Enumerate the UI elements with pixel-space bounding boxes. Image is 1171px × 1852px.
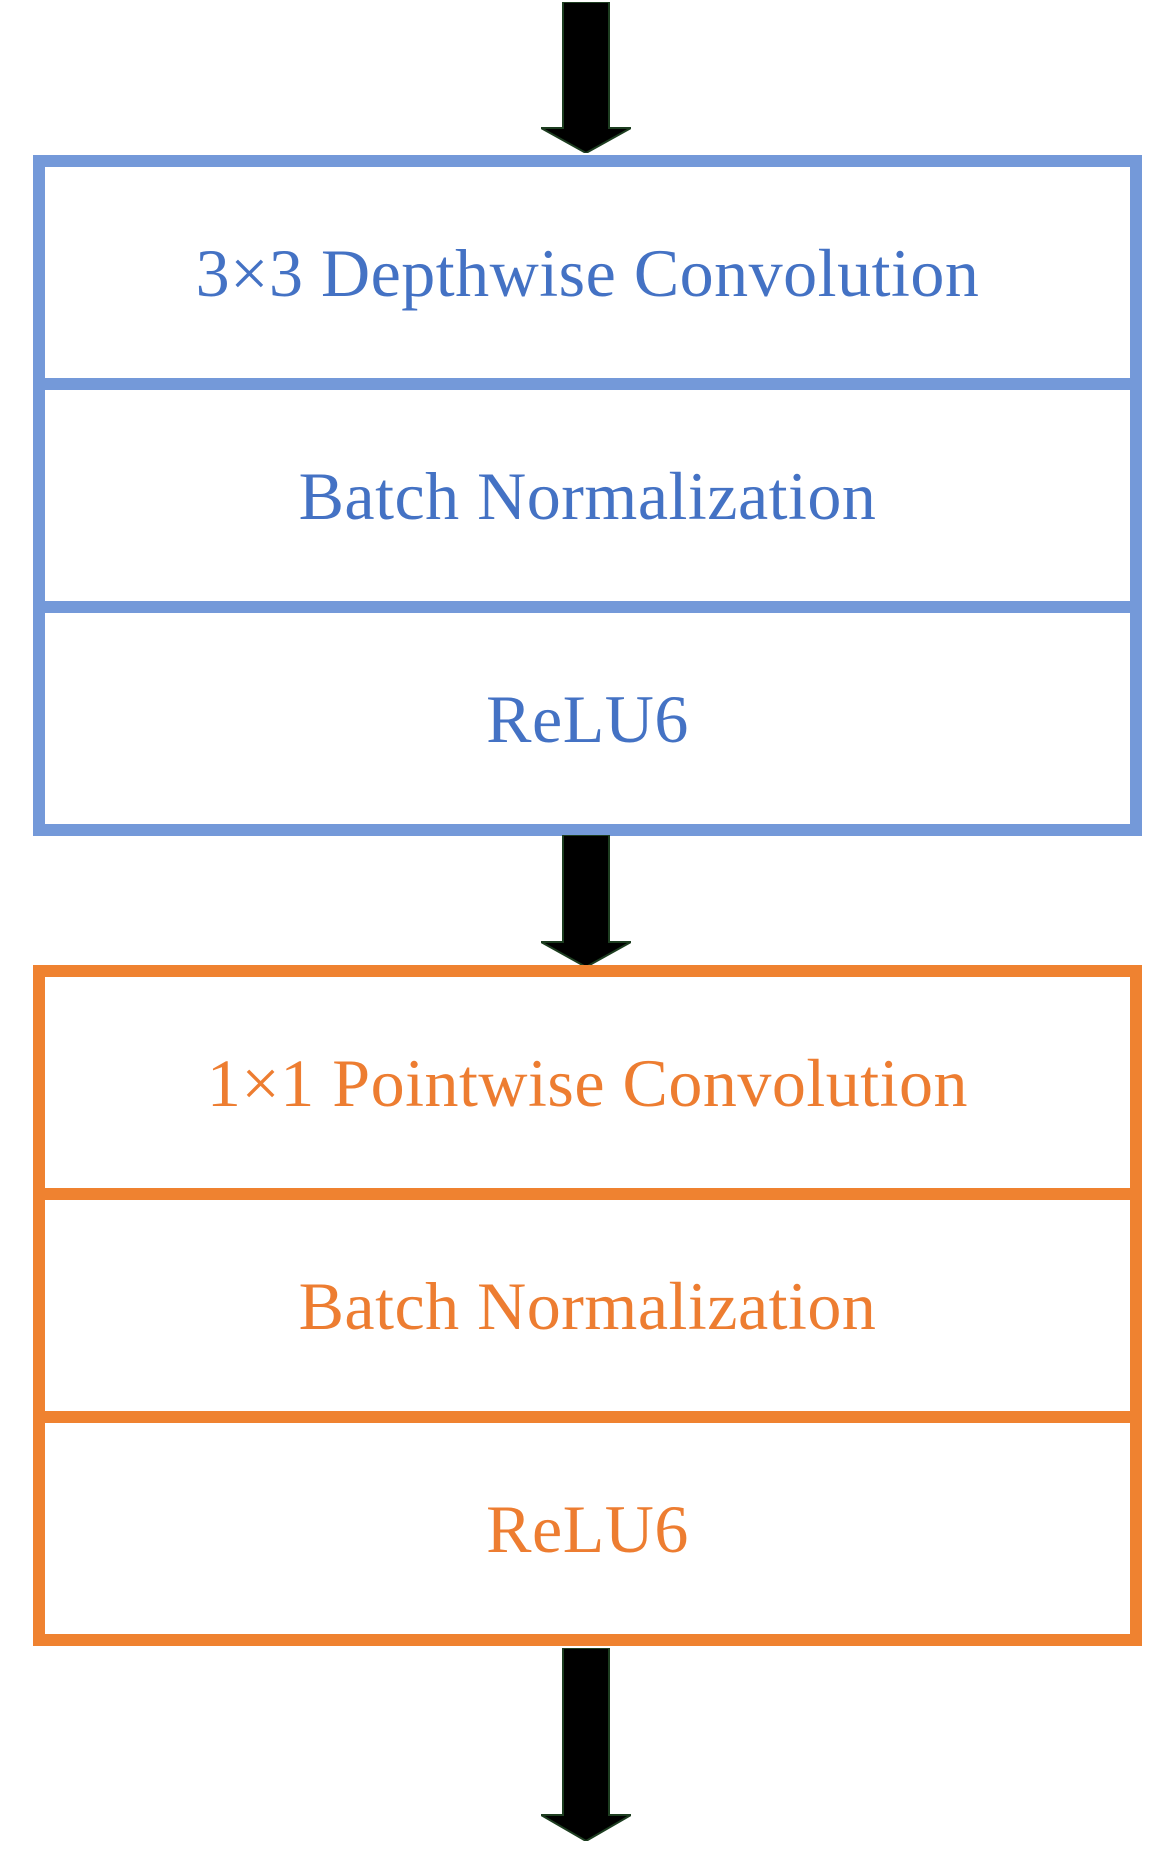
output-down-arrow-icon: [541, 1648, 631, 1841]
row-label: 3×3 Depthwise Convolution: [195, 234, 980, 311]
block-row-depthwise-conv: 3×3 Depthwise Convolution: [45, 167, 1130, 378]
block-row-batch-normalization: Batch Normalization: [45, 378, 1130, 601]
block-row-relu6: ReLU6: [45, 1411, 1130, 1634]
input-down-arrow-icon: [541, 2, 631, 153]
pointwise-convolution-block: 1×1 Pointwise Convolution Batch Normaliz…: [33, 965, 1142, 1646]
block-row-pointwise-conv: 1×1 Pointwise Convolution: [45, 977, 1130, 1188]
block-row-relu6: ReLU6: [45, 601, 1130, 824]
row-label: Batch Normalization: [298, 1267, 877, 1344]
row-label: ReLU6: [486, 1490, 689, 1567]
depthwise-convolution-block: 3×3 Depthwise Convolution Batch Normaliz…: [33, 155, 1142, 836]
row-label: Batch Normalization: [298, 457, 877, 534]
block-row-batch-normalization: Batch Normalization: [45, 1188, 1130, 1411]
row-label: 1×1 Pointwise Convolution: [206, 1044, 969, 1121]
row-label: ReLU6: [486, 680, 689, 757]
intermediate-down-arrow-icon: [541, 835, 631, 967]
